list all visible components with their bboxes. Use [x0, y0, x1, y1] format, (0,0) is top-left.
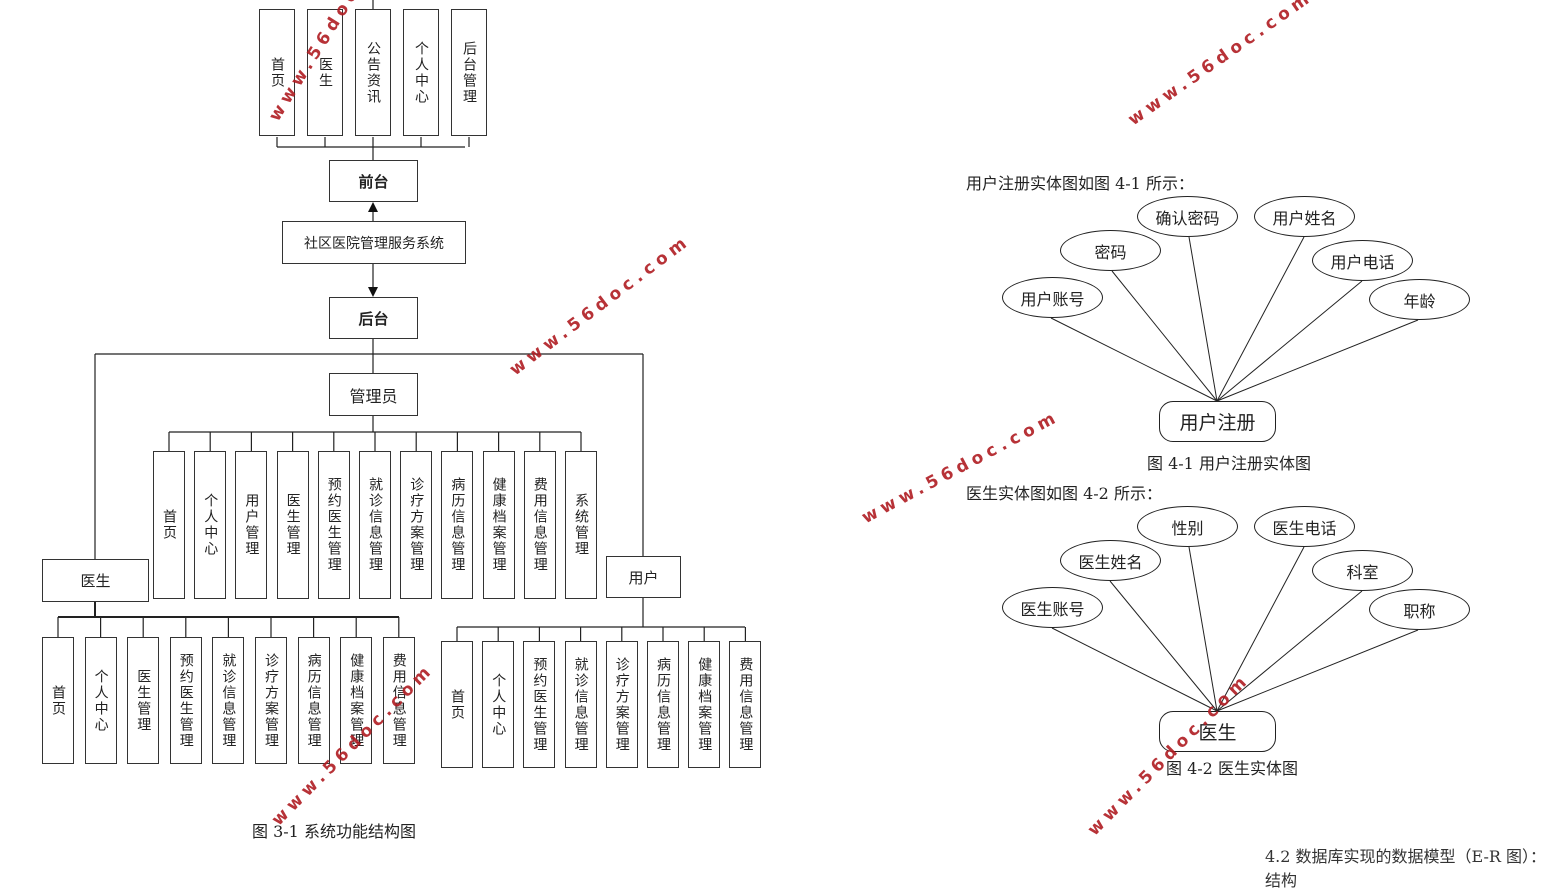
module-box: 健康档案管理: [340, 637, 373, 764]
attribute-ellipse: 确认密码: [1137, 196, 1238, 237]
module-box: 病历信息管理: [647, 641, 679, 768]
module-box: 后台管理: [451, 9, 487, 136]
module-box: 费用信息管理: [729, 641, 762, 768]
arrow-head-icon: [368, 202, 378, 212]
module-box: 健康档案管理: [688, 641, 721, 768]
module-box: 医生: [307, 9, 343, 136]
connector-line: [1111, 270, 1218, 402]
module-box: 病历信息管理: [441, 451, 474, 599]
attribute-ellipse: 密码: [1060, 230, 1161, 271]
module-box: 个人中心: [482, 641, 515, 768]
attribute-ellipse: 年龄: [1369, 279, 1470, 320]
er-doctor-caption: 图 4-2 医生实体图: [1166, 759, 1298, 778]
user-node: 用户: [606, 556, 681, 598]
cut-off-heading: 4.2 数据库实现的数据模型（E-R 图）：结构: [1265, 847, 1547, 890]
er-user-intro: 用户注册实体图如图 4-1 所示：: [966, 174, 1194, 193]
arrow-head-icon: [368, 287, 378, 297]
module-box: 用户管理: [235, 451, 268, 599]
module-box: 医生管理: [127, 637, 160, 764]
module-box: 个人中心: [194, 451, 227, 599]
connector-line: [1109, 580, 1218, 712]
attribute-ellipse: 性别: [1137, 506, 1238, 547]
module-box: 就诊信息管理: [359, 451, 391, 599]
attribute-ellipse: 用户姓名: [1254, 196, 1355, 237]
connector-line: [1051, 627, 1218, 712]
module-box: 医生管理: [276, 451, 309, 599]
module-box: 诊疗方案管理: [255, 637, 287, 764]
module-box: 首页: [259, 9, 295, 136]
module-box: 预约医生管理: [317, 451, 350, 599]
module-box: 首页: [42, 637, 74, 764]
attribute-ellipse: 职称: [1369, 589, 1470, 630]
connector-line: [1216, 319, 1419, 402]
connector-line: [1188, 546, 1218, 712]
admin-node: 管理员: [329, 373, 418, 416]
back-node: 后台: [329, 297, 418, 339]
connector-line: [1216, 236, 1305, 402]
module-box: 公告资讯: [355, 9, 391, 136]
module-box: 预约医生管理: [169, 637, 202, 764]
module-box: 病历信息管理: [297, 637, 330, 764]
module-box: 个人中心: [403, 9, 439, 136]
er-user-caption: 图 4-1 用户注册实体图: [1147, 454, 1311, 473]
attribute-ellipse: 用户账号: [1002, 277, 1103, 318]
er-doctor-entity: 医生: [1159, 711, 1276, 752]
watermark: www.56doc.com: [858, 406, 1064, 528]
er-doctor-intro: 医生实体图如图 4-2 所示：: [966, 484, 1162, 503]
module-box: 个人中心: [84, 637, 117, 764]
watermark: www.56doc.com: [1124, 0, 1318, 130]
doctor-node: 医生: [42, 559, 149, 602]
module-box: 首页: [153, 451, 185, 599]
connector-line: [1216, 629, 1419, 712]
module-box: 首页: [441, 641, 473, 768]
attribute-ellipse: 科室: [1312, 550, 1413, 591]
module-box: 诊疗方案管理: [400, 451, 433, 599]
connector-line: [1216, 280, 1363, 402]
module-box: 费用信息管理: [382, 637, 415, 764]
attribute-ellipse: 用户电话: [1312, 240, 1413, 281]
module-box: 费用信息管理: [523, 451, 556, 599]
module-box: 就诊信息管理: [564, 641, 597, 768]
attribute-ellipse: 医生电话: [1254, 506, 1355, 547]
structure-chart-caption: 图 3-1 系统功能结构图: [252, 822, 416, 841]
er-user-entity: 用户注册: [1159, 401, 1276, 442]
module-box: 预约医生管理: [523, 641, 556, 768]
module-box: 诊疗方案管理: [605, 641, 638, 768]
module-box: 健康档案管理: [482, 451, 515, 599]
front-node: 前台: [329, 160, 418, 202]
attribute-ellipse: 医生姓名: [1060, 540, 1161, 581]
system-node: 社区医院管理服务系统: [282, 221, 466, 264]
connector-line: [1050, 317, 1218, 402]
connector-line: [1188, 236, 1218, 402]
module-box: 就诊信息管理: [212, 637, 245, 764]
watermark: www.56doc.com: [505, 231, 695, 380]
module-box: 系统管理: [565, 451, 597, 599]
attribute-ellipse: 医生账号: [1002, 587, 1103, 628]
